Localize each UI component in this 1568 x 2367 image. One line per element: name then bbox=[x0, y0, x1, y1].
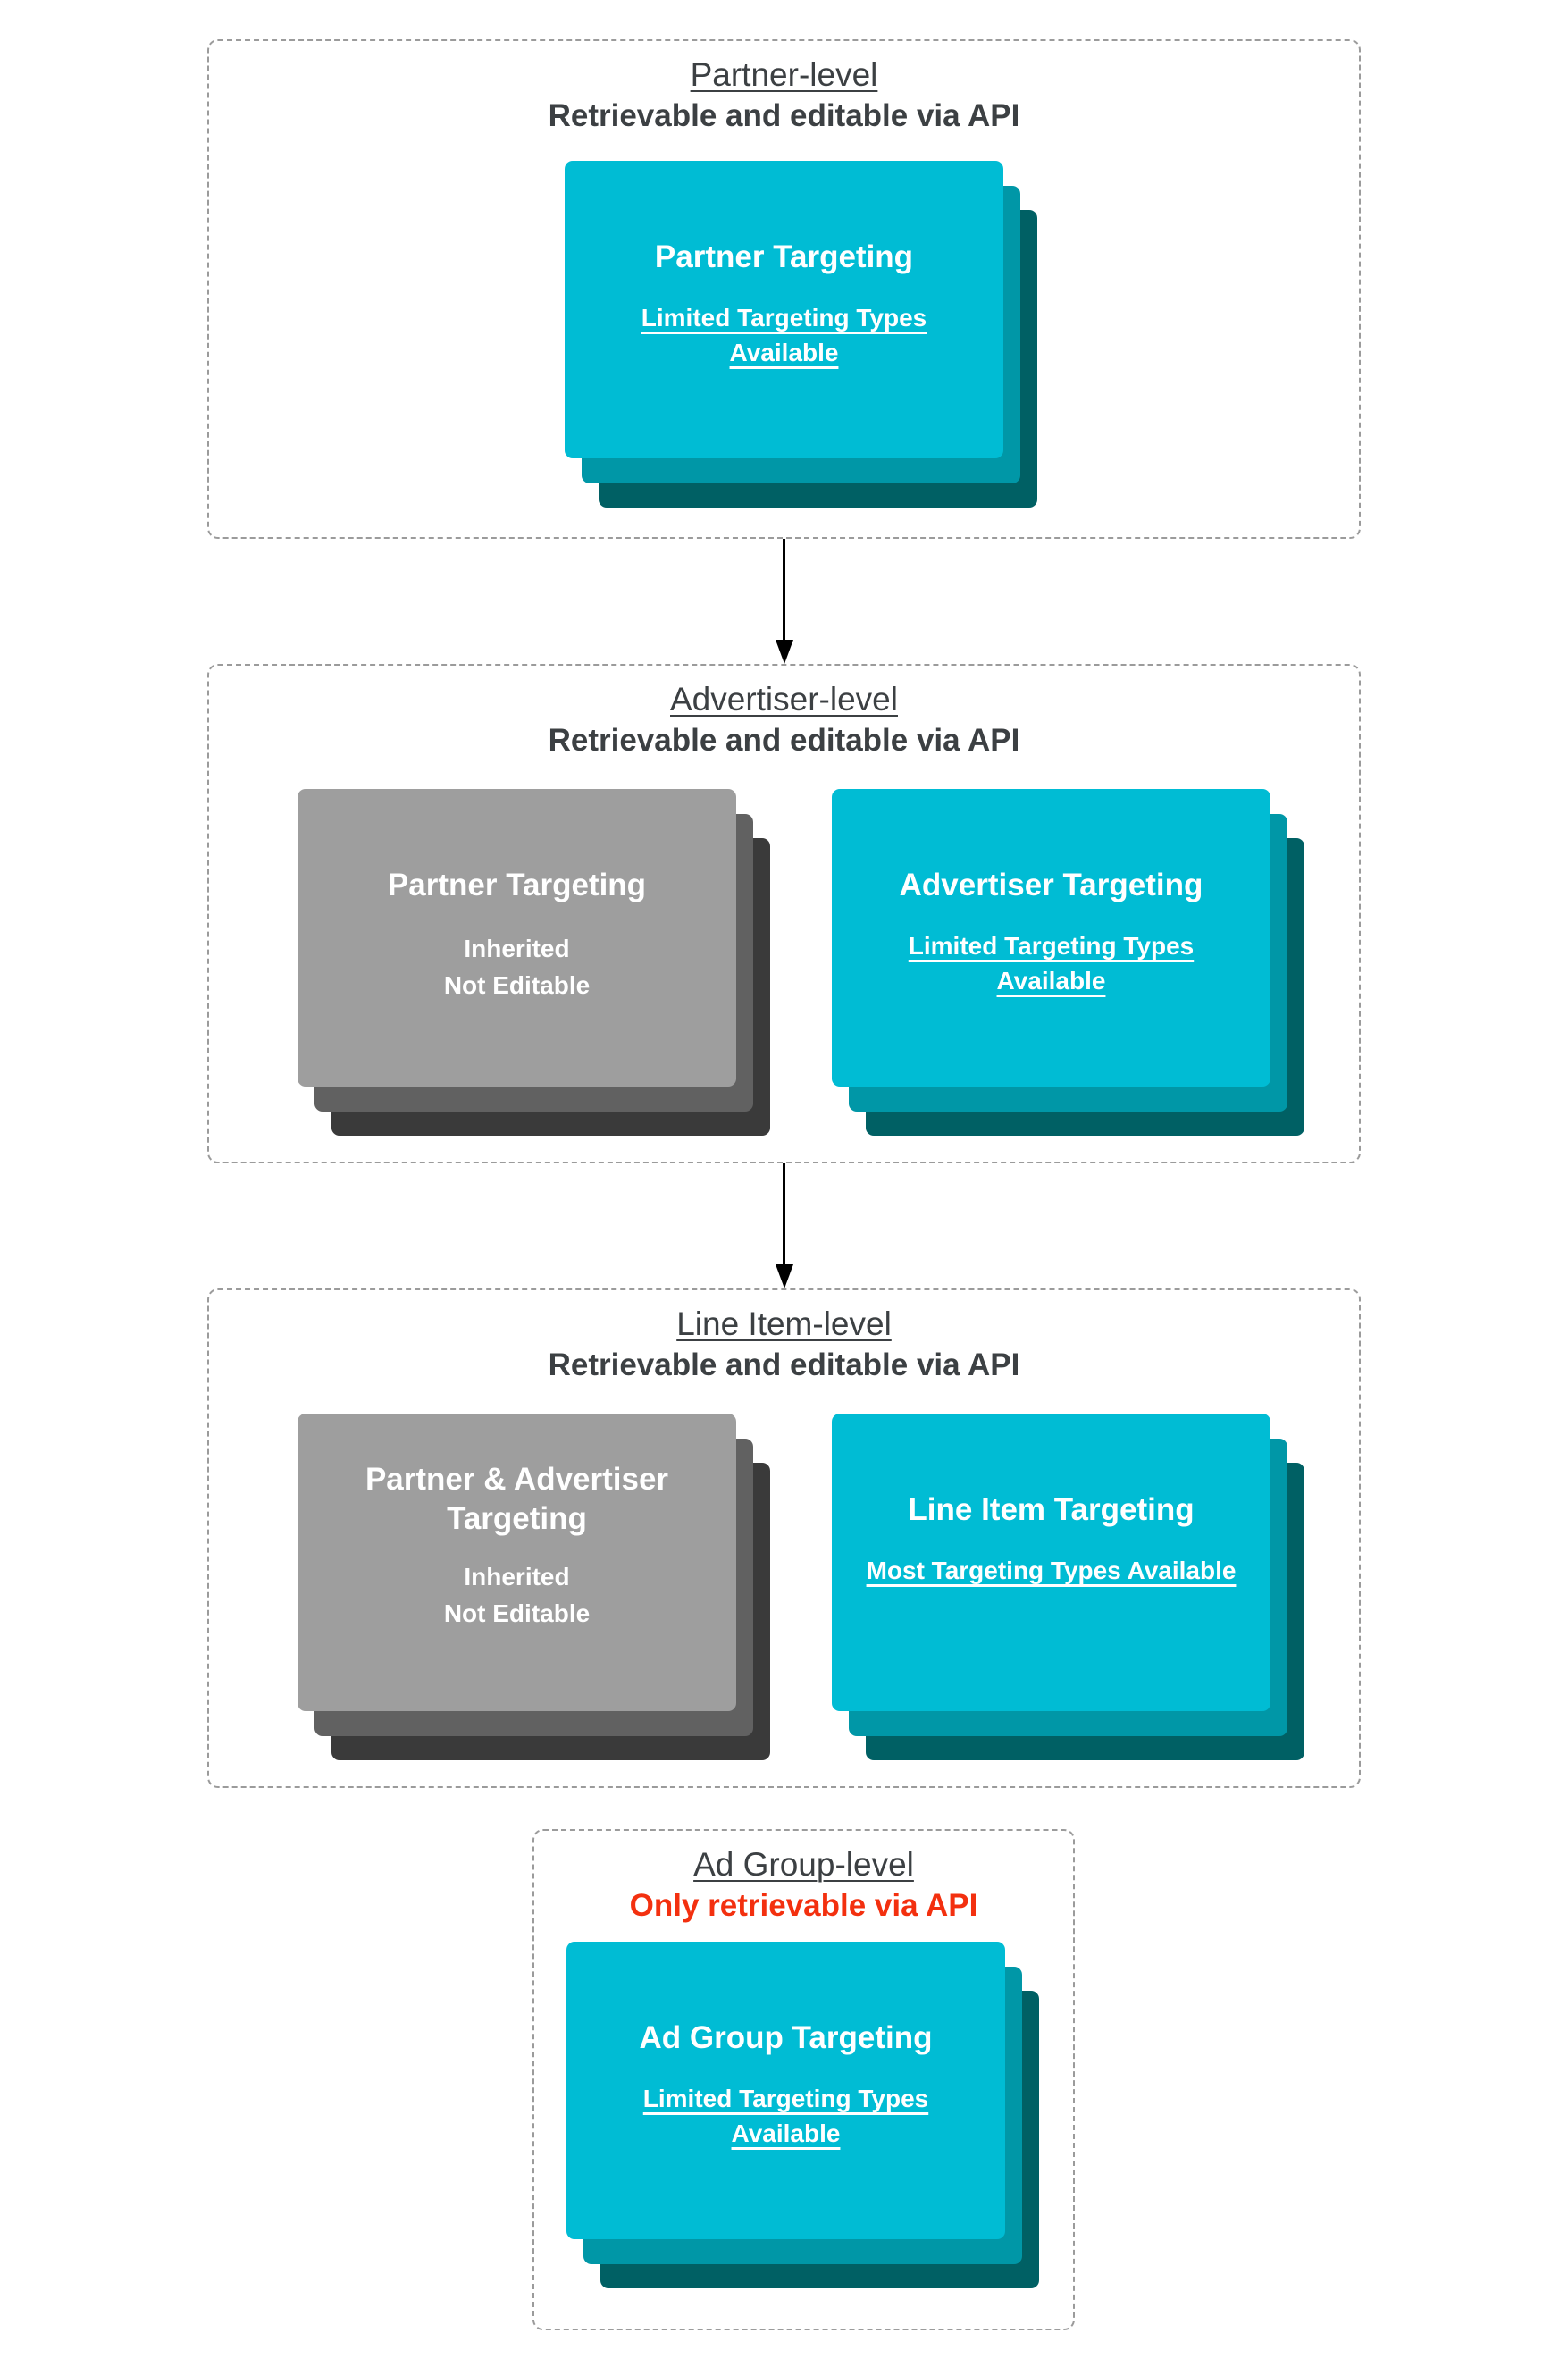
section-advertiser-level: Advertiser-level Retrievable and editabl… bbox=[207, 664, 1361, 1163]
arrow-head bbox=[775, 1264, 793, 1288]
api-availability-note: Only retrievable via API bbox=[629, 1888, 978, 1923]
card-status-lines: Inherited Not Editable bbox=[444, 1558, 590, 1632]
card-status-line: Not Editable bbox=[443, 971, 591, 999]
card-front-layer: Partner & Advertiser Targeting Inherited… bbox=[298, 1414, 736, 1711]
section-heading: Partner-level Retrievable and editable v… bbox=[209, 41, 1359, 137]
flow-arrow-advertiser-to-line-item bbox=[775, 1163, 793, 1288]
api-availability-note: Retrievable and editable via API bbox=[548, 1347, 1020, 1382]
card-title: Advertiser Targeting bbox=[899, 868, 1203, 902]
card-status-line: Not Editable bbox=[443, 1599, 591, 1627]
card-subtitle: Limited Targeting Types Available bbox=[908, 932, 1195, 995]
card-front-layer: Ad Group Targeting Limited Targeting Typ… bbox=[566, 1942, 1005, 2239]
section-heading: Ad Group-level Only retrievable via API bbox=[534, 1831, 1073, 1926]
card-front-layer: Line Item Targeting Most Targeting Types… bbox=[832, 1414, 1270, 1711]
arrow-line bbox=[783, 1163, 785, 1265]
section-line-item-level: Line Item-level Retrievable and editable… bbox=[207, 1288, 1361, 1788]
api-availability-note: Retrievable and editable via API bbox=[548, 723, 1020, 758]
card-status-lines: Inherited Not Editable bbox=[444, 930, 590, 1003]
card-partner-targeting: Partner Targeting Limited Targeting Type… bbox=[565, 161, 1037, 508]
card-ad-group-targeting: Ad Group Targeting Limited Targeting Typ… bbox=[566, 1942, 1039, 2288]
card-subtitle: Limited Targeting Types Available bbox=[642, 2085, 929, 2147]
card-line-item-targeting: Line Item Targeting Most Targeting Types… bbox=[832, 1414, 1304, 1760]
card-partner-advertiser-targeting-inherited: Partner & Advertiser Targeting Inherited… bbox=[298, 1414, 770, 1760]
level-title: Ad Group-level bbox=[693, 1846, 914, 1883]
card-title: Partner & Advertiser Targeting bbox=[365, 1462, 669, 1536]
section-ad-group-level: Ad Group-level Only retrievable via API … bbox=[532, 1829, 1075, 2330]
card-status-line: Inherited bbox=[464, 1563, 570, 1591]
card-advertiser-targeting: Advertiser Targeting Limited Targeting T… bbox=[832, 789, 1304, 1136]
card-status-line: Inherited bbox=[464, 935, 570, 962]
section-heading: Line Item-level Retrievable and editable… bbox=[209, 1290, 1359, 1386]
level-title: Line Item-level bbox=[676, 1305, 892, 1342]
flow-arrow-partner-to-advertiser bbox=[775, 539, 793, 664]
arrow-line bbox=[783, 539, 785, 641]
card-subtitle: Most Targeting Types Available bbox=[866, 1557, 1237, 1584]
card-front-layer: Partner Targeting Inherited Not Editable bbox=[298, 789, 736, 1087]
card-front-layer: Advertiser Targeting Limited Targeting T… bbox=[832, 789, 1270, 1087]
card-title: Partner Targeting bbox=[387, 868, 647, 902]
card-subtitle: Limited Targeting Types Available bbox=[641, 304, 927, 366]
level-title: Advertiser-level bbox=[670, 681, 898, 718]
card-title: Line Item Targeting bbox=[908, 1492, 1195, 1527]
card-title: Partner Targeting bbox=[654, 239, 914, 274]
level-title: Partner-level bbox=[690, 56, 878, 93]
api-availability-note: Retrievable and editable via API bbox=[548, 98, 1020, 133]
section-heading: Advertiser-level Retrievable and editabl… bbox=[209, 666, 1359, 761]
card-partner-targeting-inherited: Partner Targeting Inherited Not Editable bbox=[298, 789, 770, 1136]
card-front-layer: Partner Targeting Limited Targeting Type… bbox=[565, 161, 1003, 458]
section-partner-level: Partner-level Retrievable and editable v… bbox=[207, 39, 1361, 539]
arrow-head bbox=[775, 640, 793, 664]
card-title: Ad Group Targeting bbox=[639, 2020, 933, 2055]
